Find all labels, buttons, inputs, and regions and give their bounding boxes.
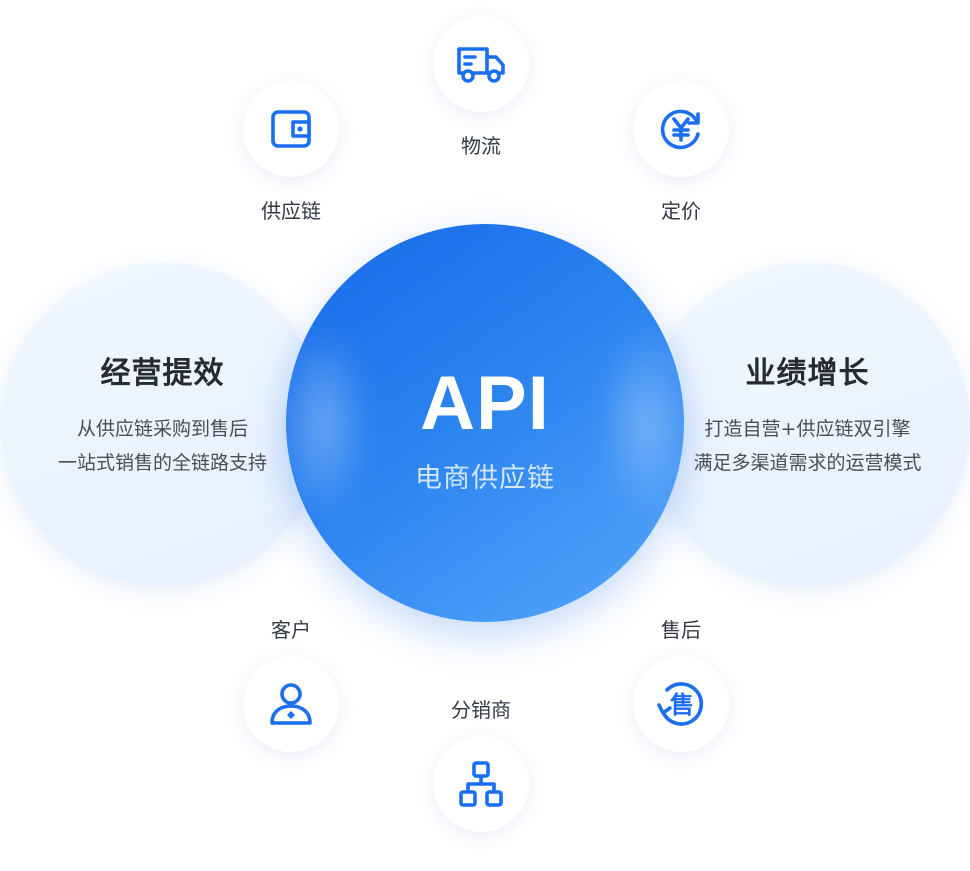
right-panel-circle: 业绩增长 打造自营+供应链双引擎 满足多渠道需求的运营模式 xyxy=(645,262,970,587)
truck-icon xyxy=(457,47,505,83)
right-panel-description: 打造自营+供应链双引擎 满足多渠道需求的运营模式 xyxy=(645,412,970,480)
node-logistics-circle xyxy=(433,16,529,112)
right-panel-line: 满足多渠道需求的运营模式 xyxy=(693,452,922,474)
node-distributor-circle xyxy=(433,736,529,832)
node-customer: 客户 xyxy=(243,618,339,752)
left-panel-description: 从供应链采购到售后 一站式销售的全链路支持 xyxy=(0,412,325,480)
node-pricing: 定价 xyxy=(633,81,729,223)
node-pricing-label: 定价 xyxy=(661,199,701,223)
right-panel-line: 打造自营+供应链双引擎 xyxy=(704,418,911,440)
node-pricing-circle xyxy=(633,81,729,177)
wallet-icon xyxy=(271,110,311,148)
left-panel-circle: 经营提效 从供应链采购到售后 一站式销售的全链路支持 xyxy=(0,262,325,587)
center-title: API xyxy=(420,361,550,446)
node-after-sales-label: 售后 xyxy=(661,618,701,642)
node-customer-label: 客户 xyxy=(271,618,311,642)
hierarchy-icon xyxy=(459,761,503,807)
after-sales-icon: 售 xyxy=(657,682,704,726)
node-supply-chain-circle xyxy=(243,81,339,177)
left-panel-line: 一站式销售的全链路支持 xyxy=(57,452,267,474)
left-glow xyxy=(278,324,368,524)
user-icon xyxy=(270,683,312,725)
right-glow xyxy=(602,324,692,524)
node-supply-chain-label: 供应链 xyxy=(261,199,321,223)
node-after-sales: 售 售后 xyxy=(633,618,729,752)
right-panel-title: 业绩增长 xyxy=(745,356,870,391)
left-panel-line: 从供应链采购到售后 xyxy=(76,418,248,440)
node-logistics: 物流 xyxy=(433,16,529,158)
node-logistics-label: 物流 xyxy=(461,134,501,158)
node-distributor-label: 分销商 xyxy=(451,698,511,722)
node-distributor: 分销商 xyxy=(433,698,529,832)
node-supply-chain: 供应链 xyxy=(243,81,339,223)
yen-refresh-icon xyxy=(660,109,700,150)
node-after-sales-circle: 售 xyxy=(633,656,729,752)
left-panel-title: 经营提效 xyxy=(100,356,225,391)
after-sales-glyph: 售 xyxy=(670,691,694,719)
center-subtitle: 电商供应链 xyxy=(415,463,555,494)
node-customer-circle xyxy=(243,656,339,752)
